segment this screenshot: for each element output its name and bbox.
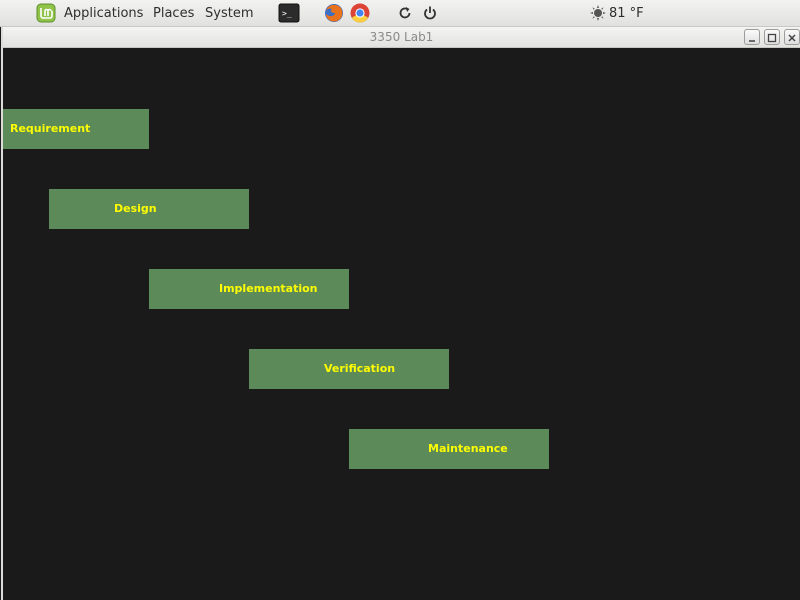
refresh-icon[interactable] [396, 4, 414, 22]
stage-label: Implementation [219, 282, 318, 295]
menu-applications[interactable]: Applications [64, 6, 144, 21]
maximize-button[interactable] [764, 29, 780, 45]
stage-label: Design [114, 202, 157, 215]
close-icon [788, 34, 796, 42]
terminal-icon[interactable]: >_ [278, 2, 300, 24]
drawing-canvas[interactable]: Requirement Design Implementation Verifi… [3, 48, 800, 600]
minimize-button[interactable] [744, 29, 760, 45]
app-window: 3350 Lab1 Requirement Design Implementat… [1, 27, 800, 600]
mint-logo-icon[interactable] [36, 3, 56, 23]
stage-label: Verification [324, 362, 396, 375]
stage-requirement: Requirement [3, 109, 149, 149]
stage-label: Maintenance [428, 442, 508, 455]
stage-implementation: Implementation [149, 269, 349, 309]
window-title: 3350 Lab1 [369, 30, 434, 44]
stage-maintenance: Maintenance [349, 429, 549, 469]
chrome-icon[interactable] [349, 2, 371, 24]
temperature-label: 81 °F [609, 5, 644, 21]
minimize-icon [749, 40, 755, 42]
stage-design: Design [49, 189, 249, 229]
menu-system[interactable]: System [205, 6, 254, 21]
svg-text:>_: >_ [282, 9, 292, 18]
firefox-icon[interactable] [323, 2, 345, 24]
stage-label: Requirement [10, 122, 91, 135]
sun-icon [590, 5, 606, 21]
window-titlebar[interactable]: 3350 Lab1 [3, 27, 800, 48]
power-icon[interactable] [421, 4, 439, 22]
weather-applet[interactable]: 81 °F [590, 4, 644, 22]
maximize-icon [767, 33, 777, 43]
top-panel: Applications Places System >_ [0, 0, 800, 27]
close-button[interactable] [784, 29, 800, 45]
stage-verification: Verification [249, 349, 449, 389]
menu-places[interactable]: Places [153, 6, 195, 21]
